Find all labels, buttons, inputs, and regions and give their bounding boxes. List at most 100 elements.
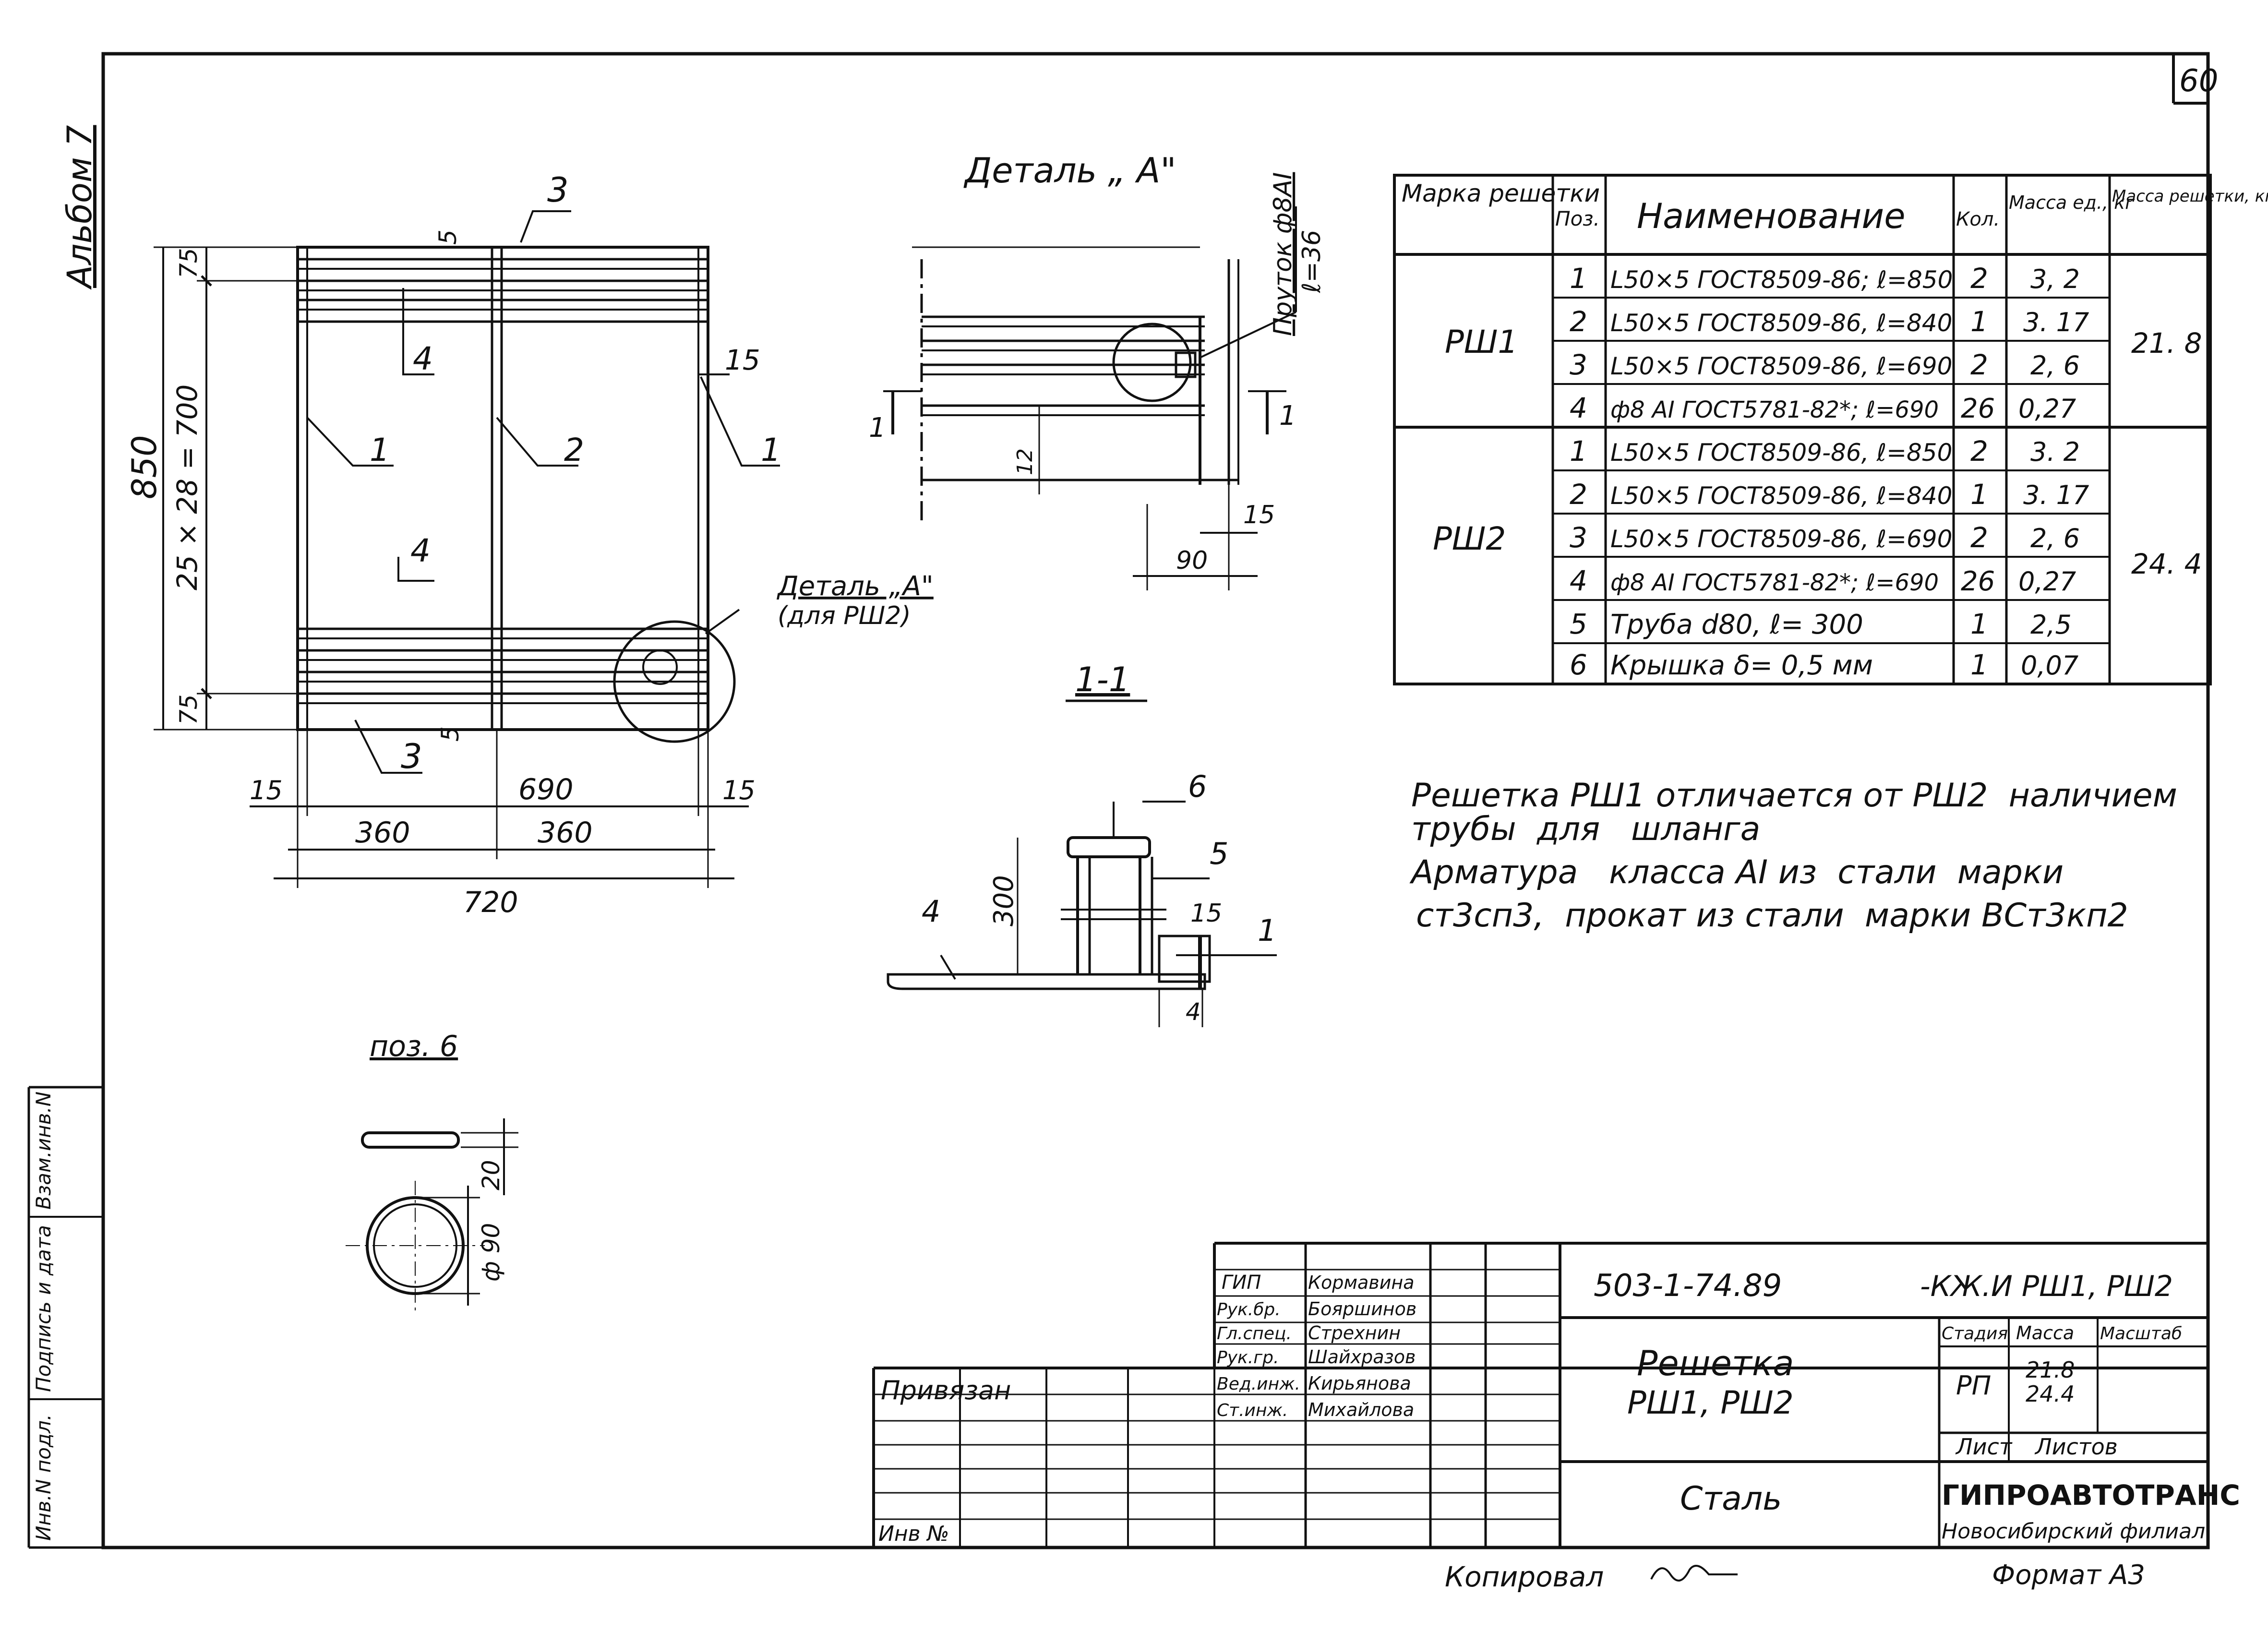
rsh1-row3-pos: 3	[1570, 348, 1587, 381]
group-rsh1-total: 21. 8	[2131, 327, 2202, 360]
rsh2-row1-pos: 1	[1570, 435, 1587, 468]
th-mark: Марка решетки	[1402, 180, 1600, 207]
staff-name-4: Шайхразов	[1308, 1346, 1416, 1368]
th-mass-total: Масса решетки, кг	[2112, 187, 2268, 206]
detail-a-section-mark-right: 1	[1279, 400, 1296, 432]
organization-branch: Новосибирский филиал	[1942, 1519, 2205, 1544]
rsh2-row2-mass: 3. 17	[2023, 480, 2089, 510]
rsh1-row2-name: L50×5 ГОСТ8509-86, ℓ=840	[1610, 309, 1952, 337]
dim-left-15: 15	[250, 775, 283, 805]
grate-dim-15-side: 15	[725, 344, 760, 376]
rsh2-row1-mass: 3. 2	[2030, 437, 2080, 467]
rsh2-row6-mass: 0,07	[2021, 650, 2078, 681]
grate-horizontal-dims	[250, 730, 749, 888]
rsh1-row4-qty: 26	[1961, 393, 1995, 424]
grate-dim-top-gap: 5	[434, 229, 462, 245]
detail-a-section-mark-left: 1	[869, 412, 886, 444]
dim-right-15: 15	[722, 775, 756, 805]
grate-pos-3-bottom: 3	[401, 737, 422, 776]
th-mass-unit: Масса ед., кг	[2009, 192, 2135, 213]
detail-a-dim-15: 15	[1243, 501, 1275, 529]
detail-a-title: Деталь „ А"	[963, 150, 1176, 191]
dim-half-right: 360	[538, 816, 593, 850]
grate-dim-bottom-gap: 5	[436, 726, 464, 742]
sheets-label: Листов	[2034, 1434, 2118, 1460]
detail-a-rod-length: ℓ=36	[1297, 230, 1326, 293]
grate-vertical-dims	[154, 246, 298, 731]
staff-name-5: Кирьянова	[1308, 1373, 1411, 1394]
group-rsh2-mark: РШ2	[1433, 520, 1506, 557]
rsh2-row4-qty: 26	[1961, 566, 1995, 597]
rsh2-row4-pos: 4	[1570, 564, 1587, 597]
doc-code: 503-1-74.89	[1594, 1268, 1782, 1304]
rsh2-row3-qty: 2	[1970, 521, 1988, 554]
organization-name: ГИПРОАВТОТРАНС	[1942, 1479, 2240, 1512]
mass-value-1: 21.8	[2026, 1357, 2075, 1383]
rsh1-row3-name: L50×5 ГОСТ8509-86, ℓ=690	[1610, 352, 1952, 380]
rsh2-row1-qty: 2	[1970, 435, 1988, 468]
doc-title-line-1: Решетка	[1637, 1343, 1794, 1383]
dim-half-left: 360	[355, 816, 410, 850]
grate-pos-4-top: 4	[413, 340, 433, 377]
detail-a-dim-12: 12	[1013, 448, 1037, 475]
album-label: Альбом 7	[60, 125, 99, 290]
grate-pos-1-left: 1	[370, 432, 390, 468]
rsh2-row3-name: L50×5 ГОСТ8509-86, ℓ=690	[1610, 525, 1952, 553]
rsh2-row5-mass: 2,5	[2030, 610, 2072, 640]
inv-no-label: Инв №	[878, 1522, 949, 1546]
grate-pos-3-top: 3	[547, 170, 569, 210]
dim-inner-height: 25 × 28 = 700	[171, 384, 204, 590]
rsh2-row5-pos: 5	[1570, 608, 1587, 640]
side-stamp-signature: Подпись и дата	[32, 1225, 55, 1392]
rsh2-row2-name: L50×5 ГОСТ8509-86, ℓ=840	[1610, 482, 1952, 510]
rsh2-row1-name: L50×5 ГОСТ8509-86, ℓ=850	[1610, 439, 1952, 467]
detail-a-rod-label: Пруток ф8АI	[1269, 172, 1297, 336]
rsh1-row2-pos: 2	[1570, 305, 1587, 338]
staff-role-1: ГИП	[1222, 1272, 1261, 1294]
rsh2-row3-mass: 2, 6	[2030, 523, 2080, 553]
scale-header: Масштаб	[2100, 1324, 2182, 1344]
grate-pos-1-right: 1	[761, 432, 781, 468]
rsh2-row6-name: Крышка δ= 0,5 мм	[1610, 650, 1873, 681]
note-line-4: ст3сп3, прокат из стали марки ВСт3кп2	[1416, 897, 2128, 935]
dim-total-width: 720	[463, 886, 518, 919]
rsh1-row3-mass: 2, 6	[2030, 350, 2080, 381]
copied-by-signature	[1650, 1565, 1738, 1582]
section-pos-6: 6	[1188, 769, 1207, 804]
section-pos-1: 1	[1258, 913, 1276, 948]
section-pos-5: 5	[1210, 836, 1228, 871]
dim-top-75: 75	[175, 248, 203, 278]
page-number: 60	[2179, 63, 2218, 99]
note-line-2: трубы для шланга	[1411, 810, 1760, 848]
rsh2-row6-qty: 1	[1970, 648, 1988, 681]
grate-pos-2: 2	[564, 432, 584, 468]
mass-value-2: 24.4	[2026, 1381, 2075, 1407]
grate-view	[296, 210, 780, 774]
title-block	[872, 1242, 2208, 1548]
section-pos-4: 4	[922, 894, 940, 929]
mass-header: Масса	[2016, 1322, 2074, 1344]
dim-bottom-75: 75	[175, 694, 203, 725]
rsh1-row2-qty: 1	[1970, 305, 1988, 338]
stage-value: РП	[1956, 1370, 1991, 1401]
note-line-1: Решетка РШ1 отличается от РШ2 наличием	[1411, 777, 2177, 815]
rsh2-row2-qty: 1	[1970, 478, 1988, 511]
rsh1-row4-name: ф8 АI ГОСТ5781-82*; ℓ=690	[1610, 396, 1939, 423]
rsh1-row2-mass: 3. 17	[2023, 307, 2089, 337]
detail-a-view	[883, 206, 1297, 590]
rsh1-row3-qty: 2	[1970, 348, 1988, 381]
rsh1-row1-pos: 1	[1570, 262, 1587, 295]
pos6-dim-thickness: 20	[477, 1160, 505, 1190]
rsh2-row3-pos: 3	[1570, 521, 1587, 554]
sheet-frame	[27, 52, 2210, 1549]
sheet-label: Лист	[1955, 1434, 2013, 1460]
stage-header: Стадия	[1942, 1324, 2008, 1344]
group-rsh1-mark: РШ1	[1445, 324, 1518, 360]
detail-callout-sub: (для РШ2)	[778, 601, 911, 630]
grate-pos-4-bottom: 4	[410, 532, 431, 569]
staff-role-5: Вед.инж.	[1217, 1374, 1300, 1394]
rsh2-row4-name: ф8 АI ГОСТ5781-82*; ℓ=690	[1610, 569, 1939, 596]
th-pos: Поз.	[1555, 207, 1600, 230]
detail-a-dim-90: 90	[1176, 546, 1208, 575]
rsh1-row1-mass: 3, 2	[2030, 264, 2080, 294]
